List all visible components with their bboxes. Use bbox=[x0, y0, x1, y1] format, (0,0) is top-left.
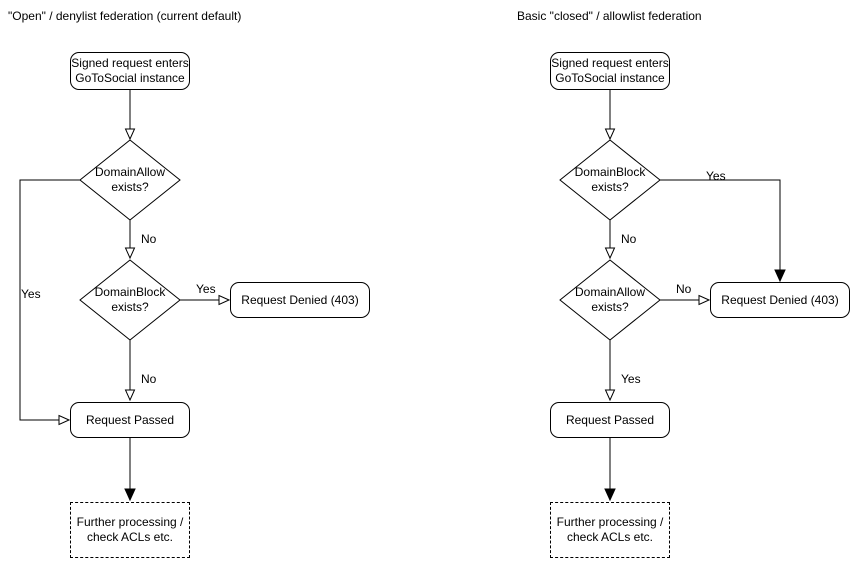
right-chart-title: Basic "closed" / allowlist federation bbox=[517, 9, 702, 23]
right-decision2-yes-label: Yes bbox=[621, 372, 641, 386]
left-arrow-passed-icon bbox=[124, 389, 136, 402]
right-arrow-denied-icon bbox=[698, 294, 711, 306]
right-denied-node: Request Denied (403) bbox=[710, 282, 850, 318]
right-start-node: Signed request enters GoToSocial instanc… bbox=[550, 52, 670, 90]
left-decision2-yes-label: Yes bbox=[196, 282, 216, 296]
left-arrow-denied-icon bbox=[218, 294, 231, 306]
right-arrow-further-icon bbox=[604, 488, 616, 502]
left-further-node: Further processing / check ACLs etc. bbox=[70, 502, 190, 558]
right-decision1-no-label: No bbox=[621, 232, 637, 246]
left-flowchart-shapes bbox=[19, 90, 231, 502]
left-decision2-diamond bbox=[79, 259, 181, 341]
left-passed-node: Request Passed bbox=[70, 402, 190, 438]
left-arrow-decision1-icon bbox=[124, 128, 136, 141]
left-decision2-no-label: No bbox=[141, 372, 157, 386]
right-edge-decision1-yes bbox=[660, 179, 781, 270]
right-decision2-no-label: No bbox=[676, 282, 692, 296]
left-start-node: Signed request enters GoToSocial instanc… bbox=[70, 52, 190, 90]
left-arrow-passed-side-icon bbox=[58, 414, 71, 426]
right-arrow-decision1-icon bbox=[604, 128, 616, 141]
right-decision2-diamond bbox=[559, 259, 661, 341]
left-decision1-diamond bbox=[79, 139, 181, 221]
left-decision1-yes-label: Yes bbox=[21, 287, 41, 301]
right-decision1-diamond bbox=[559, 139, 661, 221]
right-arrow-passed-icon bbox=[604, 389, 616, 402]
right-further-node: Further processing / check ACLs etc. bbox=[550, 502, 670, 558]
right-decision1-yes-label: Yes bbox=[706, 169, 726, 183]
left-decision1-no-label: No bbox=[141, 232, 157, 246]
right-arrow-denied-top-icon bbox=[774, 269, 786, 283]
right-flowchart-shapes bbox=[559, 90, 786, 502]
right-passed-node: Request Passed bbox=[550, 402, 670, 438]
right-arrow-decision2-icon bbox=[604, 247, 616, 260]
left-arrow-decision2-icon bbox=[124, 247, 136, 260]
left-arrow-further-icon bbox=[124, 488, 136, 502]
left-denied-node: Request Denied (403) bbox=[230, 282, 370, 318]
left-chart-title: "Open" / denylist federation (current de… bbox=[8, 9, 242, 23]
left-edge-decision1-yes bbox=[19, 179, 80, 421]
